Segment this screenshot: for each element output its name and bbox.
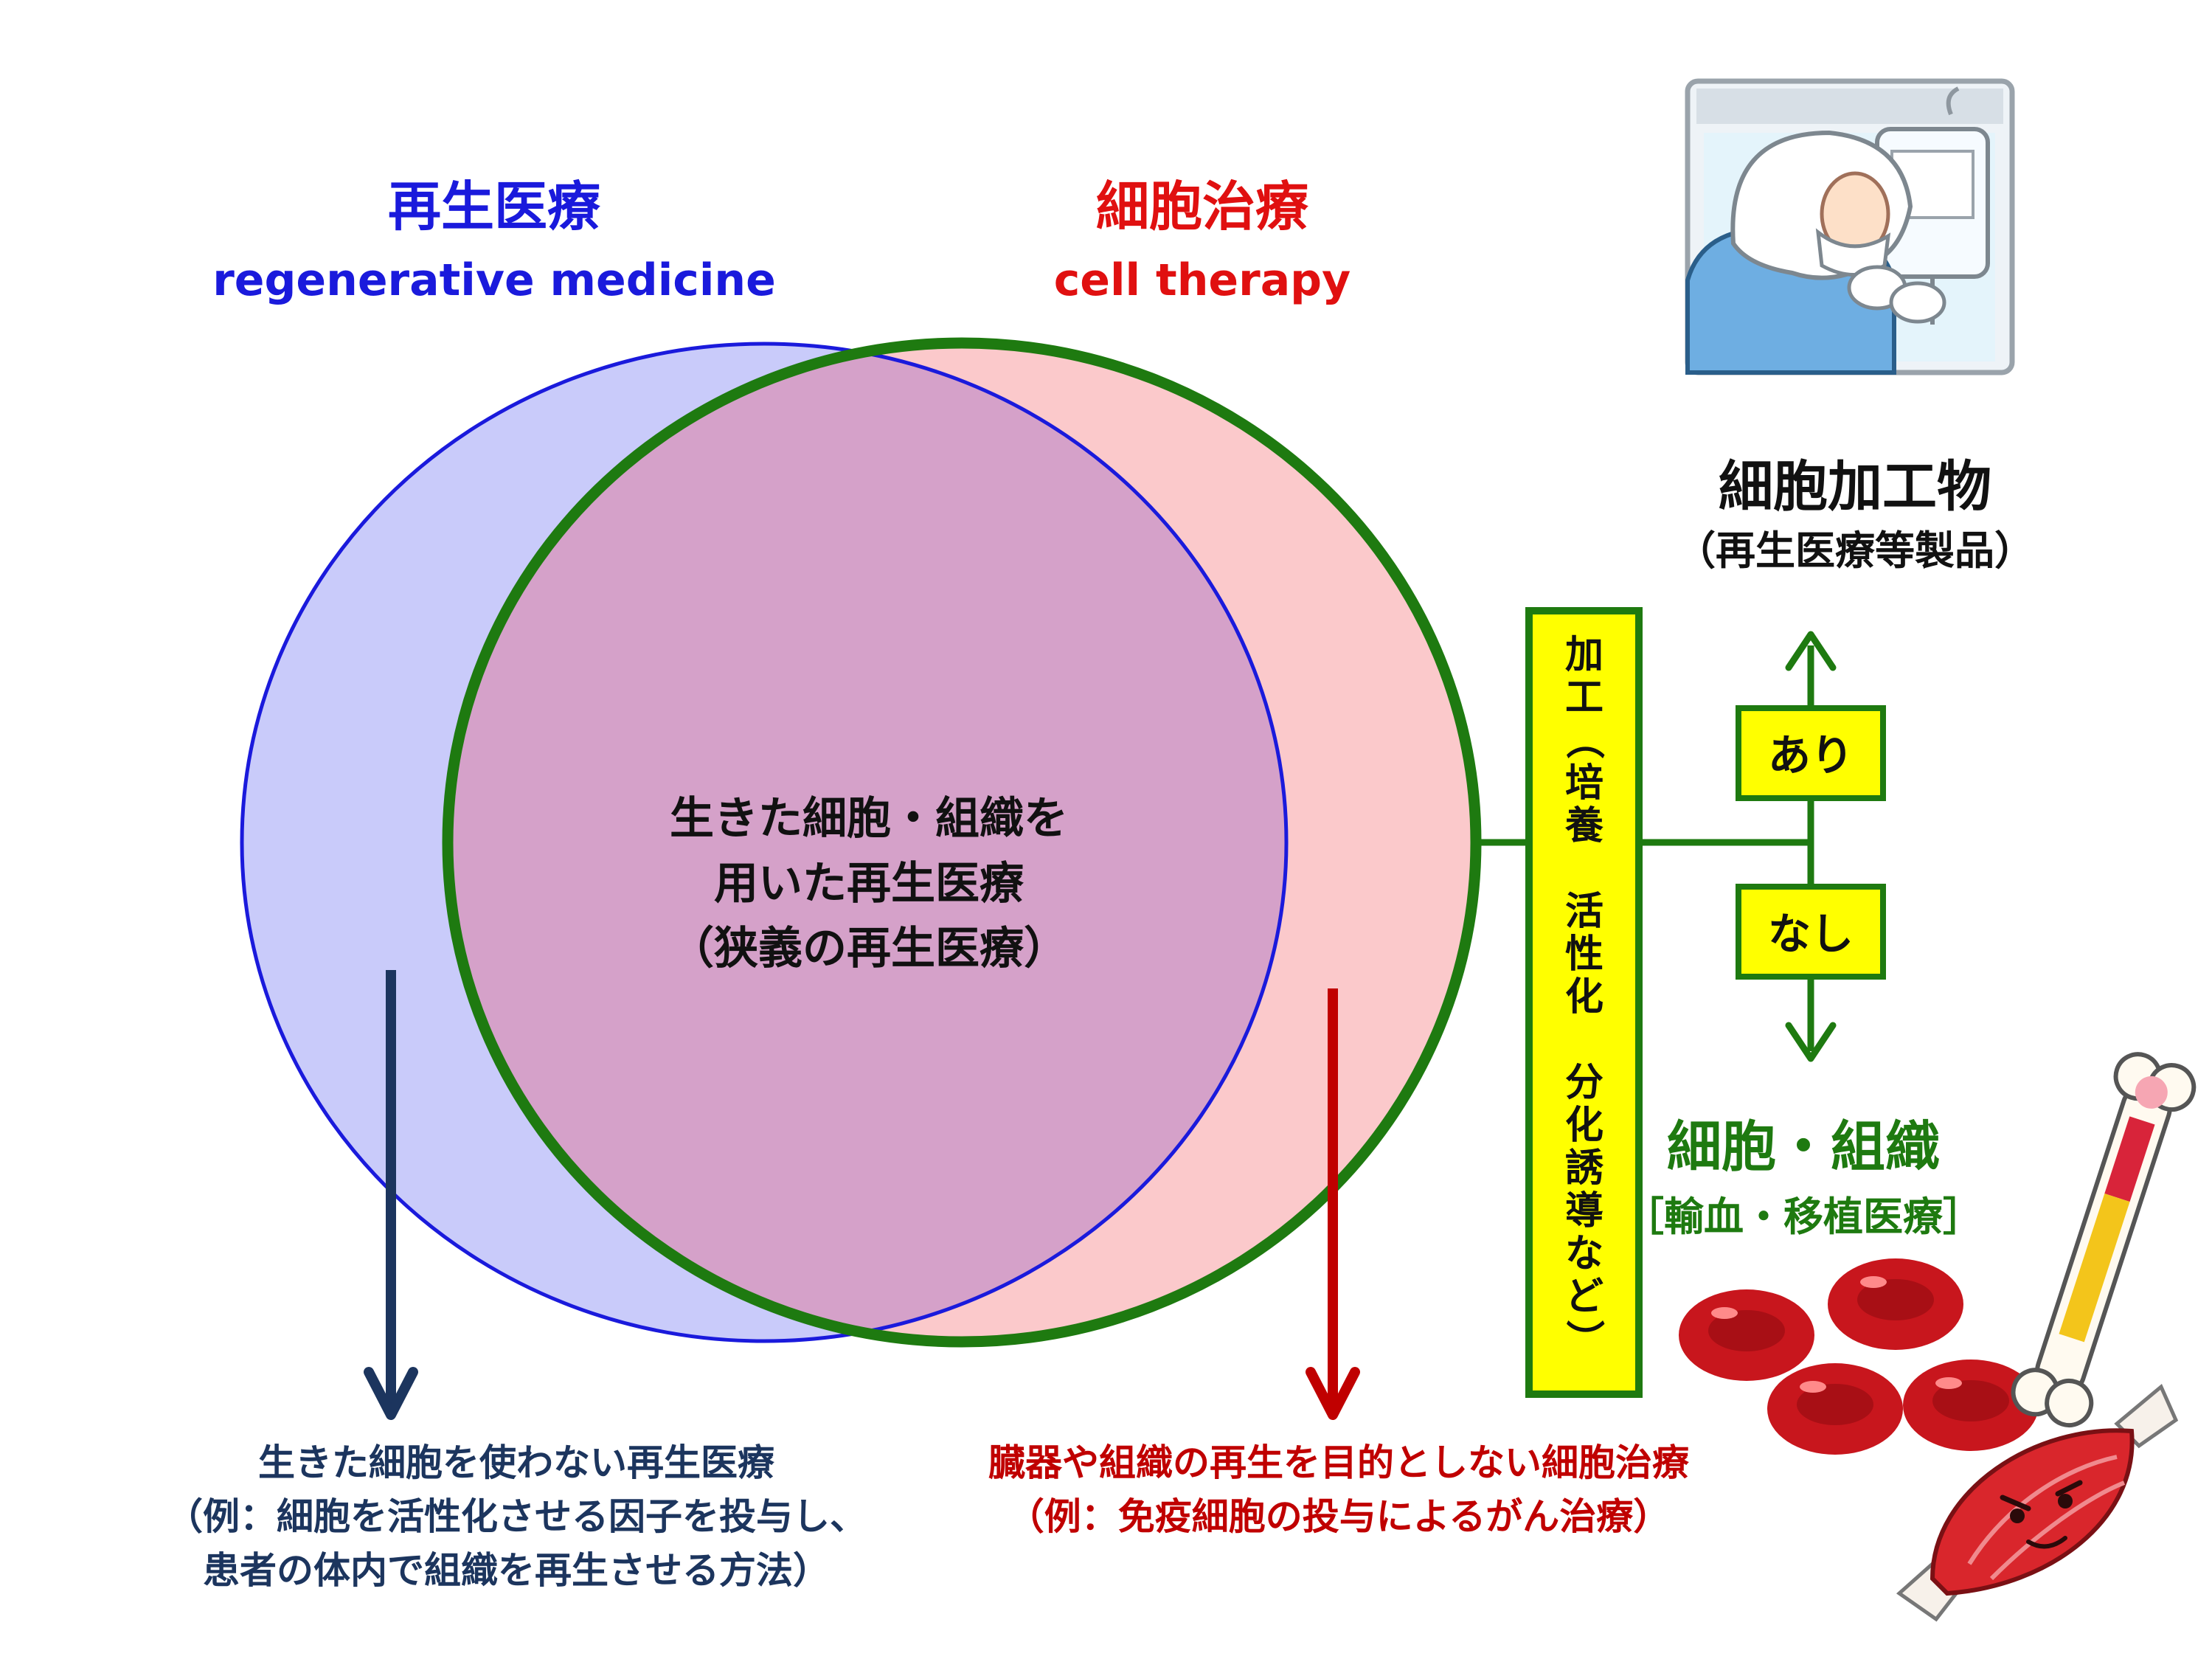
yes-result-title: 細胞加工物 <box>1719 455 1991 519</box>
process-box-char: 活 <box>1565 890 1603 934</box>
regenerative-medicine-title-ja: 再生医療 <box>388 176 600 238</box>
bone-illustration <box>2011 1052 2197 1428</box>
no-result-subtitle: ［輸血・移植医療］ <box>1624 1194 1983 1240</box>
process-box-char: 加 <box>1565 633 1603 677</box>
up-arrowhead <box>1785 631 1837 671</box>
yes-branch-label: あり <box>1768 730 1854 780</box>
lab-worker-cleanbench-illustration <box>1685 78 2015 375</box>
red-blood-cells-illustration <box>1679 1258 2039 1455</box>
cell-therapy-outline <box>442 337 1482 1348</box>
process-box-char: 導 <box>1565 1189 1603 1233</box>
regenerative-medicine-outline <box>240 342 1289 1343</box>
process-box-char: 性 <box>1565 932 1603 977</box>
no-branch-label: なし <box>1768 909 1854 959</box>
process-box-char: 培 <box>1565 761 1603 806</box>
process-box-char: 分 <box>1565 1061 1603 1105</box>
no-branch-box: なし <box>1736 884 1886 980</box>
down-arrowhead <box>1785 1022 1837 1062</box>
process-box-char: 工 <box>1565 676 1603 720</box>
overlap-label-line3: （狭義の再生医療） <box>670 923 1068 974</box>
process-box-char: 化 <box>1565 1104 1603 1148</box>
yes-result-subtitle: （再生医療等製品） <box>1676 527 2034 574</box>
overlap-label-line1: 生きた細胞・組織を <box>670 793 1068 845</box>
process-box-char: 誘 <box>1565 1146 1604 1191</box>
right-only-arrow <box>1306 988 1360 1420</box>
cell-therapy-title-en: cell therapy <box>1054 254 1351 306</box>
process-box-char: （ <box>1561 721 1606 759</box>
no-result-title: 細胞・組織 <box>1667 1115 1940 1179</box>
process-box-char: な <box>1565 1232 1603 1276</box>
left-only-label-line3: 患者の体内で組織を再生させる方法） <box>203 1549 830 1592</box>
yes-branch-box: あり <box>1736 705 1886 801</box>
left-only-label-line1: 生きた細胞を使わない再生医療 <box>258 1441 774 1484</box>
process-box-char: 化 <box>1565 975 1603 1019</box>
right-only-label-line1: 臓器や組織の再生を目的としない細胞治療 <box>988 1441 1689 1484</box>
left-only-arrow <box>364 970 418 1420</box>
overlap-label-line2: 用いた再生医療 <box>714 858 1024 910</box>
cell-therapy-title-ja: 細胞治療 <box>1096 176 1308 238</box>
process-box-char: 養 <box>1565 804 1603 848</box>
left-only-label-line2: （例：細胞を活性化させる因子を投与し、 <box>166 1495 867 1538</box>
regenerative-medicine-title-en: regenerative medicine <box>212 254 776 306</box>
venn-diagram <box>240 337 1482 1348</box>
muscle-illustration <box>1896 1383 2179 1622</box>
process-box-char: ） <box>1561 1320 1606 1358</box>
right-only-label-line2: （例：免疫細胞の投与によるがん治療） <box>1008 1495 1671 1538</box>
process-box-char: ど <box>1565 1275 1603 1319</box>
